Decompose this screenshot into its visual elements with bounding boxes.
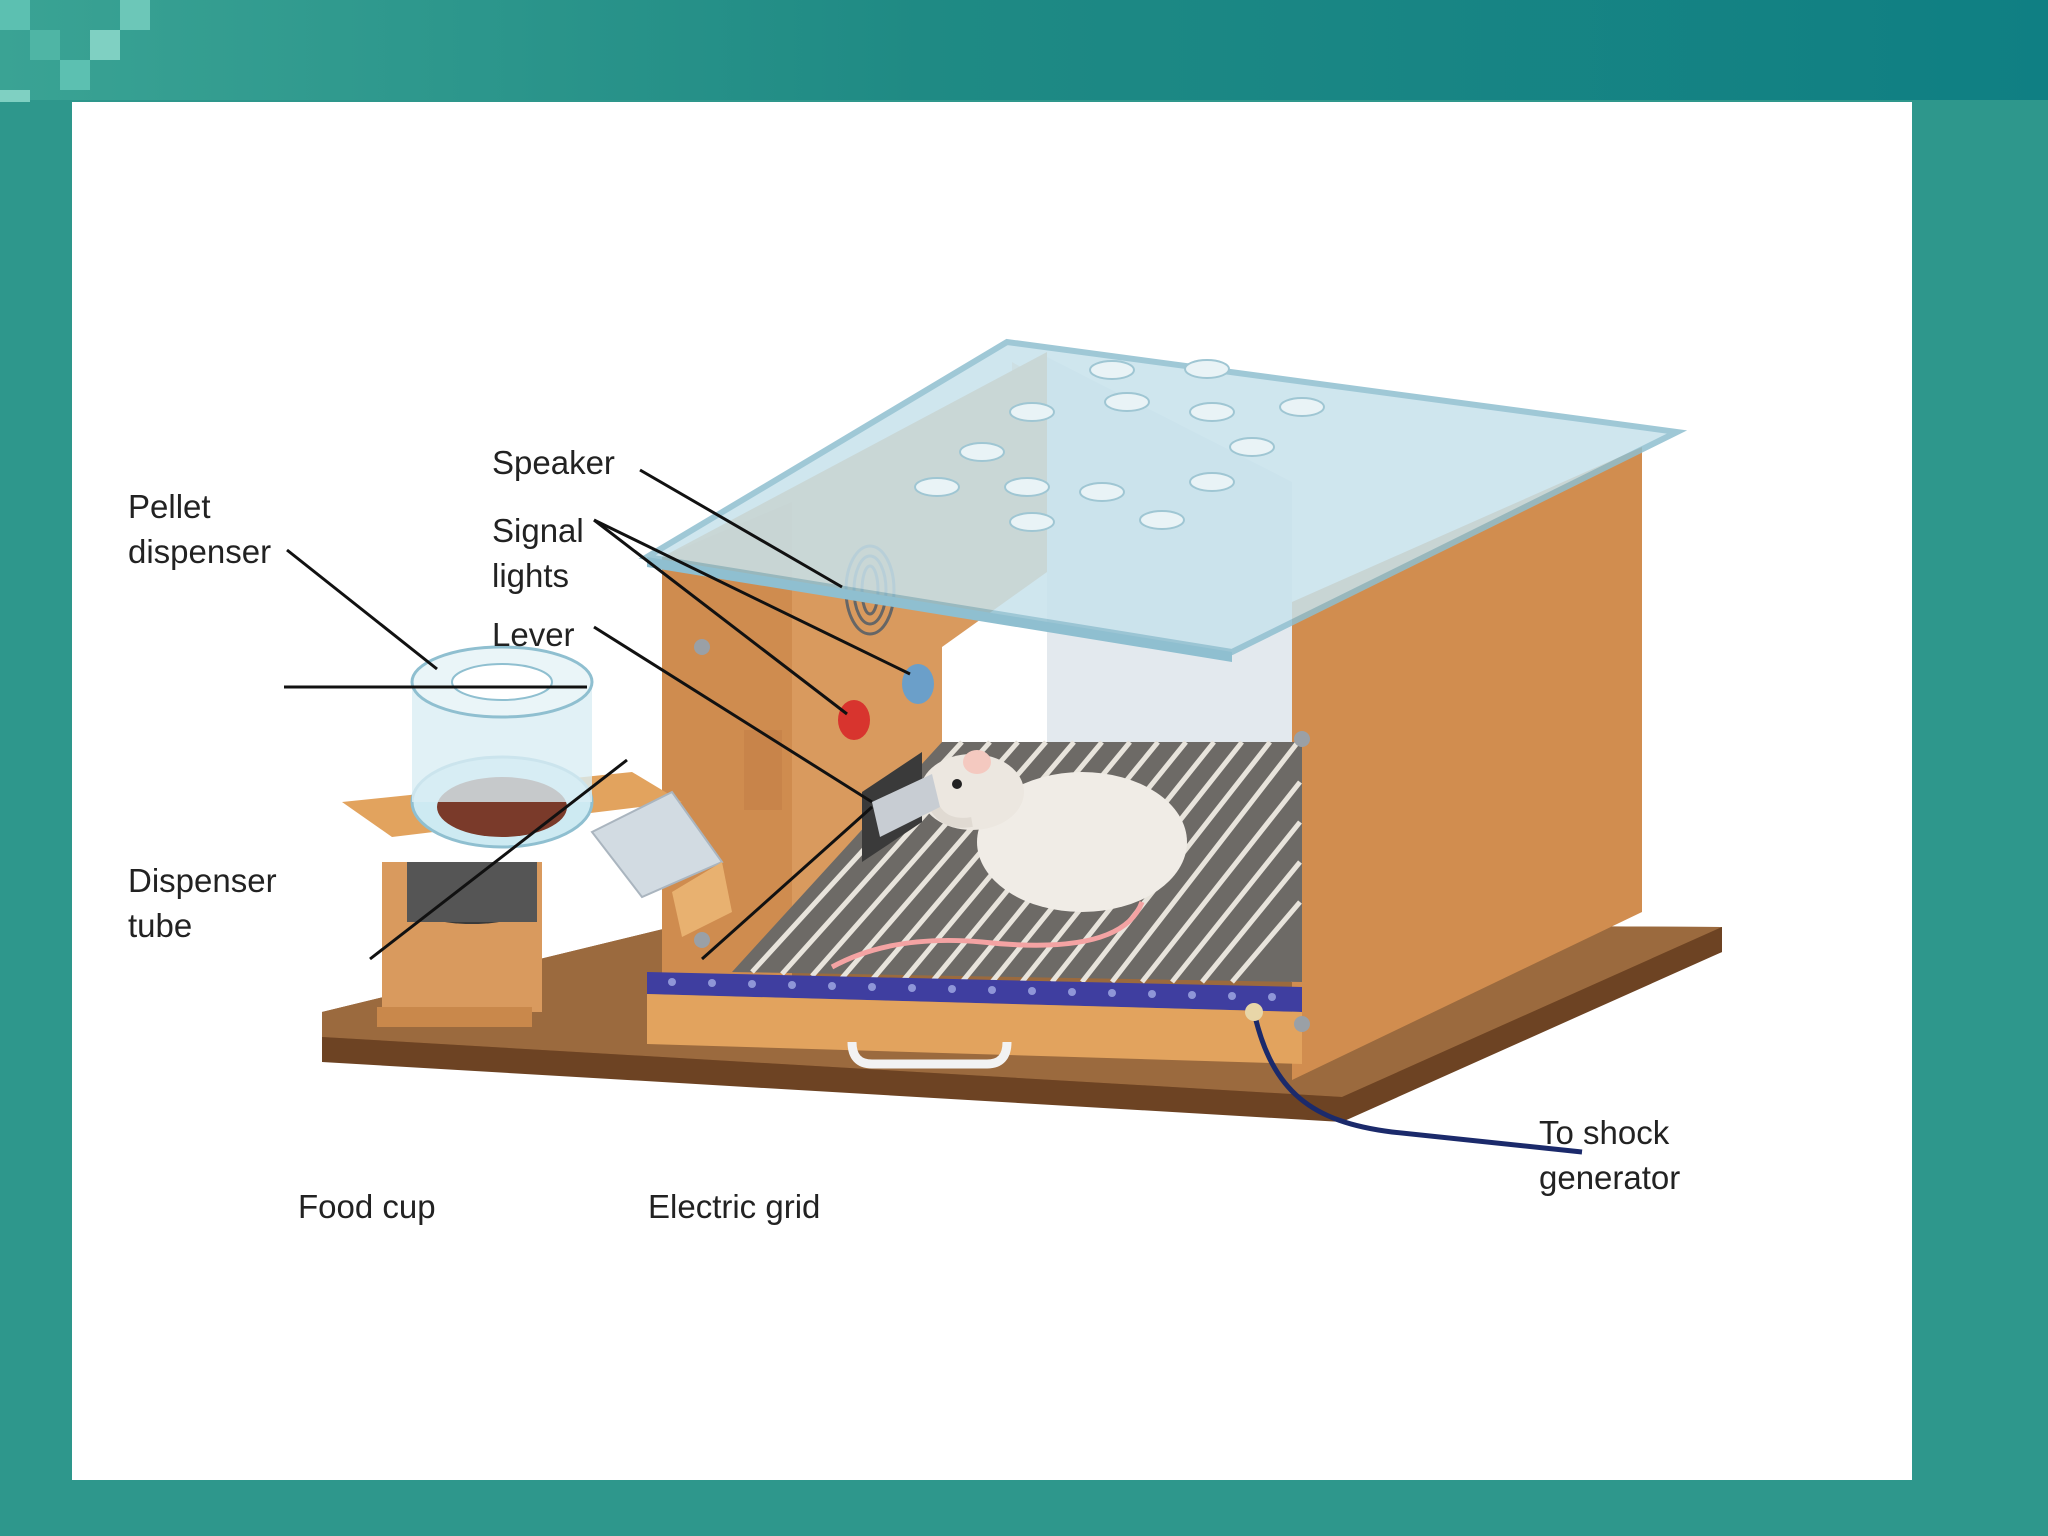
label-electric-grid: Electric grid — [648, 1188, 821, 1225]
pellet-cylinder-hole — [451, 663, 553, 701]
label-food-cup: Food cup — [298, 1188, 436, 1225]
grid-rail — [647, 972, 1302, 1012]
skinner-box-illustration — [284, 338, 1722, 1155]
rat-head — [920, 754, 1024, 830]
label-shock-generator: To shock generator — [1539, 1114, 1681, 1196]
label-pellet-dispenser: Pellet dispenser — [128, 488, 272, 570]
slide-content: Speaker Signal lights Lever Pellet dispe… — [72, 102, 1912, 1480]
decorative-pixel-5 — [60, 60, 90, 90]
base-board-edge — [322, 927, 1722, 1122]
label-signal-lights: Signal lights — [492, 512, 584, 594]
label-speaker: Speaker — [492, 444, 615, 481]
decorative-pixel-4 — [120, 0, 150, 30]
drawer-handle — [847, 1041, 1012, 1069]
decorative-pixel-2 — [30, 30, 60, 60]
box-right-panel — [1292, 447, 1642, 1080]
grid-rail-studs — [668, 978, 1276, 1001]
panel-screws — [694, 639, 1310, 1032]
front-panel-slot — [744, 730, 782, 810]
label-dispenser-tube: Dispenser tube — [128, 862, 277, 944]
rat-body — [977, 772, 1187, 912]
glass-top-holes — [914, 359, 1325, 532]
dispenser-cylinder — [407, 862, 537, 922]
label-lever: Lever — [492, 616, 575, 653]
decorative-pixel-3 — [90, 30, 120, 60]
drawer-front — [647, 994, 1302, 1064]
food-cup — [672, 862, 732, 937]
rat-tail — [830, 901, 1145, 970]
dispenser-base-plate — [377, 1007, 532, 1027]
leader-lines — [284, 468, 911, 961]
lever — [872, 774, 940, 837]
glass-front-edge — [647, 557, 1232, 662]
signal-light-blue — [902, 664, 934, 704]
glass-top — [638, 338, 1688, 656]
cable-connector — [1245, 1003, 1263, 1021]
rat-eye — [952, 779, 962, 789]
slide-header-bar — [0, 0, 2048, 100]
decorative-pixel-1 — [0, 0, 30, 30]
shock-cable — [1251, 1011, 1583, 1155]
decorative-pixel-6 — [0, 90, 30, 102]
signal-light-red — [838, 700, 870, 740]
rat-ear — [963, 750, 991, 774]
